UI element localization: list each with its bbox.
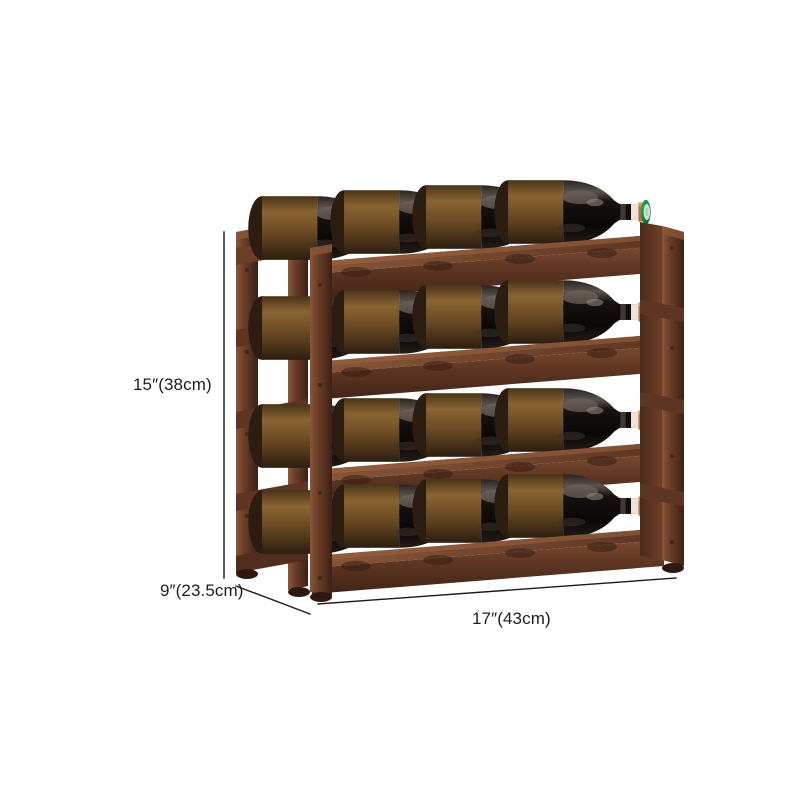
shelf-rail-3 — [312, 442, 664, 508]
shelf-rail-1 — [312, 234, 664, 300]
bottle-row-3 — [248, 388, 651, 468]
bottle-row-2 — [248, 280, 651, 360]
dimension-line-width — [317, 577, 677, 605]
rack-structure — [236, 180, 684, 602]
dimension-line-depth — [235, 585, 311, 615]
shelf-rail-4 — [312, 528, 664, 594]
rack-peg-details — [245, 246, 674, 580]
bottle — [412, 479, 569, 543]
dimension-label-height: 15″(38cm) — [133, 375, 212, 394]
rack-right-frame — [640, 222, 684, 566]
rack-left-frame — [236, 228, 308, 590]
bottle — [330, 190, 487, 254]
bottle — [494, 180, 651, 244]
bottle — [248, 404, 405, 468]
bottle — [248, 296, 405, 360]
shelf-rail-2 — [312, 334, 664, 400]
dimension-label-depth: 9″(23.5cm) — [160, 581, 244, 600]
dimension-lines — [223, 231, 677, 615]
rack-feet — [236, 563, 684, 602]
bottle — [412, 285, 569, 349]
bottle — [494, 388, 651, 452]
rack-front-left-post — [310, 244, 332, 596]
bottle — [412, 393, 569, 457]
bottle — [494, 280, 651, 344]
bottle — [412, 185, 569, 249]
bottle-row-4 — [248, 474, 651, 554]
dimension-label-width: 17″(43cm) — [472, 609, 551, 628]
bottle — [248, 490, 405, 554]
bottle — [248, 196, 405, 260]
bottle — [330, 484, 487, 548]
bottle — [330, 290, 487, 354]
bottle-row-1 — [248, 180, 651, 260]
bottle — [330, 398, 487, 462]
bottle — [494, 474, 651, 538]
